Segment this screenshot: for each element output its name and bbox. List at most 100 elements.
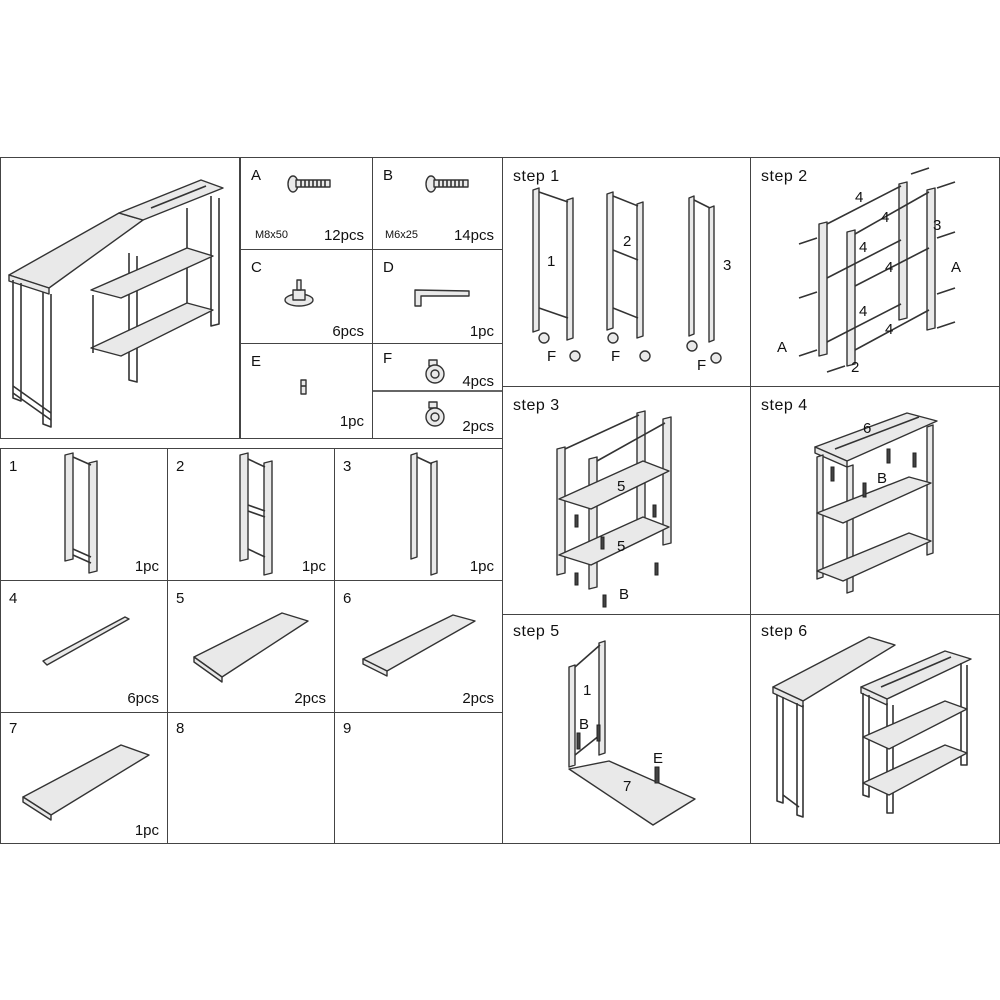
end-frame-icon (64, 452, 98, 574)
part-qty: 12pcs (323, 227, 364, 244)
bolt-icon (830, 448, 917, 498)
part-letter: F (383, 350, 393, 367)
component-number: 5 (176, 590, 185, 607)
board-7-label: 7 (623, 778, 631, 795)
shelf-5-label: 5 (617, 538, 625, 555)
bolt-b-label: B (579, 716, 589, 733)
component-1-cell: 1 1pc (0, 448, 168, 581)
component-number: 2 (176, 458, 185, 475)
crossbar-label: 4 (881, 209, 889, 226)
part-1-label: 1 (547, 253, 555, 270)
caster-label: F (697, 357, 706, 374)
step-title: step 4 (761, 397, 808, 414)
bolt-icon (798, 167, 956, 373)
component-5-cell: 5 2pcs (167, 580, 335, 713)
overview-panel (0, 157, 240, 439)
dowel-icon (654, 766, 660, 784)
step-6-panel: step 6 (750, 614, 1000, 844)
component-qty: 1pc (134, 558, 159, 575)
part-qty-plain: 2pcs (462, 418, 494, 435)
part-3-label: 3 (723, 257, 731, 274)
component-qty: 1pc (301, 558, 326, 575)
component-number: 1 (9, 458, 18, 475)
shelf-5-label: 5 (617, 478, 625, 495)
step-title: step 5 (513, 623, 560, 640)
dowel-icon (300, 379, 307, 395)
component-qty: 2pcs (462, 690, 494, 707)
bolt-icon (576, 724, 601, 750)
step-3-illustration: 5 5 B (556, 410, 672, 608)
component-8-cell: 8 (167, 712, 335, 844)
step-3-panel: step 3 5 5 B (502, 386, 751, 615)
bolt-b-label: B (877, 470, 887, 487)
component-3-cell: 3 1pc (334, 448, 503, 581)
crossbar-label: 4 (859, 239, 867, 256)
bolt-icon (425, 175, 469, 193)
component-number: 4 (9, 590, 18, 607)
step-5-illustration: 1 B 7 E (568, 640, 696, 826)
crossbar-label: 4 (855, 189, 863, 206)
crossbar-label: 4 (885, 259, 893, 276)
component-number: 8 (176, 720, 185, 737)
frame-2-label: 2 (851, 359, 859, 376)
crossbar-label: 4 (885, 321, 893, 338)
dowel-e-label: E (653, 750, 663, 767)
part-qty: 6pcs (332, 323, 364, 340)
component-2-cell: 2 1pc (167, 448, 335, 581)
part-letter: D (383, 259, 394, 276)
component-number: 3 (343, 458, 352, 475)
bolt-b-label: B (619, 586, 629, 603)
part-letter: B (383, 167, 394, 184)
step-5-panel: step 5 1 B 7 E (502, 614, 751, 844)
frame-1-label: 1 (583, 682, 591, 699)
crossbar-icon (42, 616, 130, 666)
component-qty: 1pc (469, 558, 494, 575)
hardware-c-cell: C 6pcs (240, 249, 373, 344)
part-qty: 14pcs (453, 227, 494, 244)
component-qty: 1pc (134, 822, 159, 839)
hardware-a-cell: A M8x50 12pcs (240, 157, 373, 250)
bottom-board-icon (22, 744, 150, 821)
part-qty-locking: 4pcs (462, 373, 494, 390)
part-letter: E (251, 353, 262, 370)
ladder-frame-icon (239, 452, 273, 576)
bolt-icon (574, 504, 659, 608)
part-letter: C (251, 259, 262, 276)
step-title: step 2 (761, 168, 808, 185)
component-number: 9 (343, 720, 352, 737)
part-letter: A (251, 167, 262, 184)
caster-label: F (611, 348, 620, 365)
component-number: 7 (9, 720, 18, 737)
step-2-panel: step 2 4 4 4 4 4 4 3 2 A A (750, 157, 1000, 387)
part-qty: 1pc (339, 413, 364, 430)
step-title: step 6 (761, 623, 808, 640)
caster-wheel-icon (373, 359, 504, 427)
frame-3-label: 3 (933, 217, 941, 234)
caster-label: F (547, 348, 556, 365)
step-4-panel: step 4 6 B (750, 386, 1000, 615)
part-2-label: 2 (623, 233, 631, 250)
step-1-panel: step 1 1 F 2 F 3 F (502, 157, 751, 387)
component-6-cell: 6 2pcs (334, 580, 503, 713)
hardware-e-cell: E 1pc (240, 343, 373, 439)
part-size: M6x25 (385, 229, 419, 241)
component-number: 6 (343, 590, 352, 607)
component-7-cell: 7 1pc (0, 712, 168, 844)
side-rail-icon (410, 452, 438, 576)
bolt-icon (287, 175, 331, 193)
top-board-icon (362, 614, 476, 677)
top-board-6-label: 6 (863, 420, 871, 437)
crossbar-label: 4 (859, 303, 867, 320)
bolt-a-label: A (951, 259, 961, 276)
leveling-foot-icon (284, 279, 314, 307)
step-1-illustration: 1 F 2 F 3 F (532, 187, 731, 374)
component-qty: 2pcs (294, 690, 326, 707)
step-title: step 1 (513, 168, 560, 185)
step-6-illustration (772, 636, 972, 818)
part-qty: 1pc (469, 323, 494, 340)
component-9-cell: 9 (334, 712, 503, 844)
allen-key-icon (414, 289, 470, 307)
assembled-unit-illustration (8, 179, 224, 428)
hardware-d-cell: D 1pc (372, 249, 503, 344)
hardware-b-cell: B M6x25 14pcs (372, 157, 503, 250)
